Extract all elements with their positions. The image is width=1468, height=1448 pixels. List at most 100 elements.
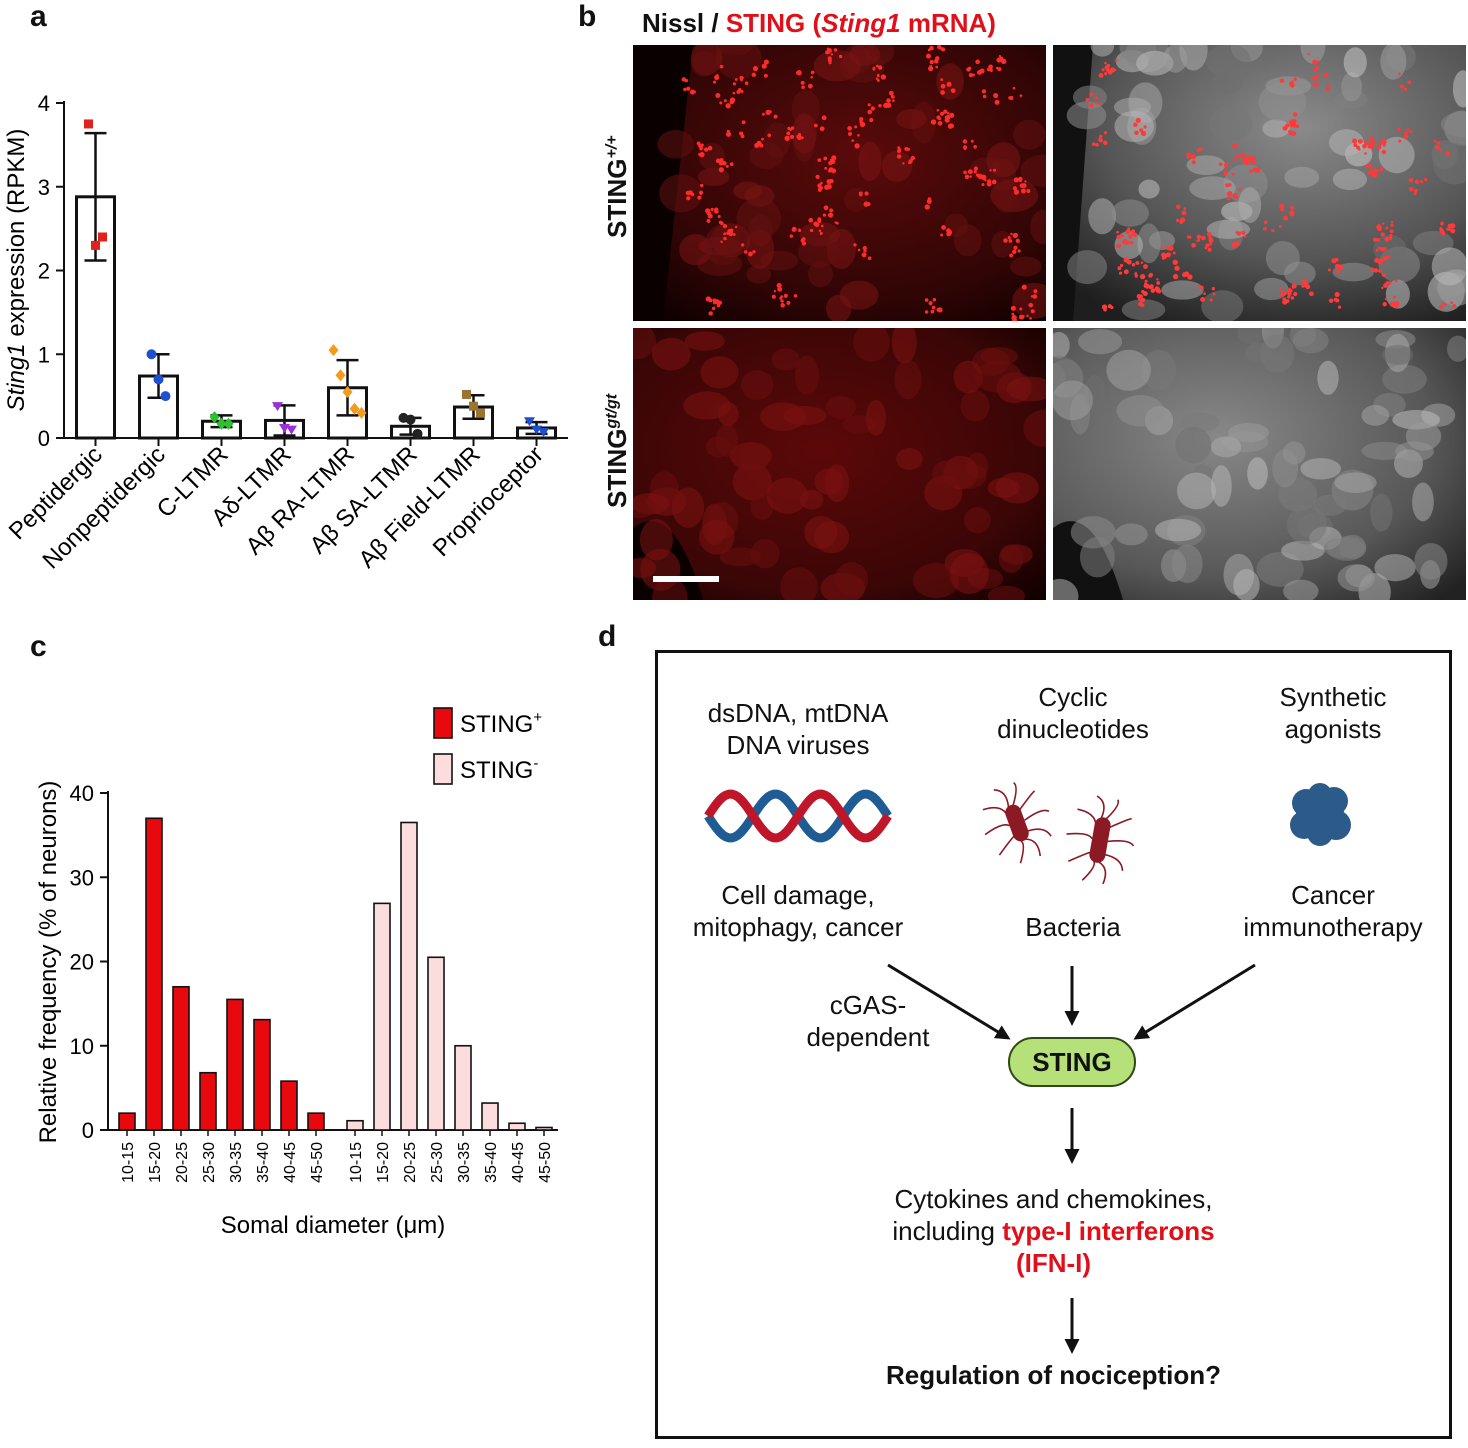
- mrna-dot: [725, 103, 731, 109]
- neuron-cell: [998, 544, 1024, 573]
- mrna-dot: [1385, 297, 1388, 301]
- mrna-dot: [857, 248, 861, 252]
- neuron-cell: [684, 331, 725, 351]
- mrna-dot: [1007, 235, 1011, 240]
- neuron-cell: [1431, 247, 1466, 286]
- mrna-dot: [947, 229, 953, 235]
- neuron-cell: [1332, 168, 1368, 191]
- mrna-dot: [704, 147, 709, 152]
- flagellum: [1018, 790, 1036, 811]
- y-tick-label: 30: [70, 865, 94, 890]
- mrna-dot: [973, 145, 977, 149]
- mrna-dot: [862, 245, 867, 251]
- mrna-dot: [1125, 229, 1131, 234]
- mrna-dot: [1104, 65, 1110, 71]
- mrna-dot: [819, 231, 823, 235]
- mrna-dot: [1134, 274, 1138, 278]
- mrna-dot: [962, 139, 968, 144]
- mrna-dot: [870, 106, 875, 111]
- mrna-dot: [1316, 83, 1320, 87]
- mrna-dot: [1370, 267, 1375, 273]
- source-dna-desc-line-2: mitophagy, cancer: [692, 912, 904, 942]
- mrna-dot: [1382, 256, 1387, 261]
- mrna-dot: [1442, 302, 1446, 305]
- agonist-lobe: [1307, 820, 1333, 846]
- neuron-cell: [1141, 349, 1177, 391]
- mrna-dot: [1232, 143, 1238, 149]
- mrna-dot: [751, 72, 757, 78]
- neuron-cell: [865, 399, 886, 436]
- mrna-dot: [827, 56, 832, 61]
- neuron-cell: [792, 113, 817, 154]
- neuron-cell: [1284, 166, 1320, 188]
- mrna-dot: [1371, 172, 1378, 178]
- mrna-dot: [1198, 285, 1202, 289]
- data-point: [524, 417, 535, 427]
- neuron-cell: [995, 190, 1018, 213]
- data-point: [98, 232, 107, 242]
- neuron-cell: [936, 63, 964, 100]
- row-label-wildtype: STING+/+: [602, 135, 633, 238]
- mrna-dot: [1245, 160, 1251, 166]
- mrna-dot: [1326, 83, 1330, 87]
- mrna-dot: [1019, 307, 1023, 311]
- x-tick-label: 30-35: [228, 1142, 245, 1183]
- mrna-dot: [878, 104, 882, 108]
- y-tick-label: 10: [70, 1034, 94, 1059]
- flagellum: [993, 789, 1010, 807]
- neuron-cell: [733, 181, 763, 200]
- histogram-bar: [535, 1126, 553, 1131]
- sting-node: STING: [1008, 1037, 1136, 1087]
- mrna-dot: [989, 68, 993, 72]
- mrna-dot: [1241, 230, 1246, 235]
- neuron-cell: [798, 237, 840, 268]
- mrna-dot: [1160, 245, 1164, 249]
- mrna-dot: [1399, 84, 1405, 89]
- mrna-dot: [888, 90, 894, 96]
- mrna-dot: [973, 170, 977, 174]
- mrna-dot: [1279, 293, 1283, 297]
- bacterium-body: [1089, 817, 1111, 863]
- mrna-dot: [1373, 268, 1379, 273]
- mrna-dot: [1129, 241, 1134, 245]
- mrna-dot: [1312, 82, 1317, 87]
- mrna-dot: [859, 119, 863, 124]
- mrna-dot: [720, 240, 723, 244]
- agonist-molecule-icon: [1290, 783, 1351, 846]
- mrna-dot: [754, 142, 760, 149]
- neuron-cell: [825, 395, 856, 420]
- mrna-dot: [1168, 245, 1174, 251]
- mrna-dot: [723, 99, 727, 103]
- mrna-dot: [946, 111, 950, 115]
- mrna-dot: [1132, 232, 1138, 237]
- mrna-dot: [787, 126, 791, 130]
- neuron-cell: [1373, 234, 1407, 264]
- histogram-bar: [454, 1044, 472, 1131]
- mrna-dot: [1290, 83, 1295, 88]
- neuron-cell: [1258, 82, 1307, 122]
- neuron-cell: [1282, 441, 1306, 465]
- mrna-dot: [830, 53, 834, 56]
- histogram-bar: [400, 821, 418, 1131]
- mrna-dot: [1381, 272, 1386, 278]
- mrna-dot: [1161, 256, 1165, 260]
- neuron-cell: [1300, 45, 1326, 64]
- mrna-dot: [759, 143, 764, 148]
- neuron-cell: [1088, 198, 1117, 235]
- mrna-dot: [827, 212, 834, 218]
- mrna-dot: [1008, 239, 1013, 243]
- mrna-dot: [1291, 131, 1297, 137]
- x-tick-label: 10-15: [348, 1142, 365, 1183]
- mrna-dot: [1439, 304, 1444, 309]
- mrna-dot: [989, 169, 992, 172]
- mrna-dot: [1015, 238, 1020, 243]
- data-point: [209, 411, 220, 424]
- neuron-cell: [633, 495, 656, 519]
- x-tick-label: 10-15: [120, 1142, 137, 1183]
- mrna-dot: [810, 70, 815, 75]
- mrna-dot: [1381, 286, 1384, 290]
- mrna-dot: [1279, 287, 1283, 291]
- mrna-dot: [700, 143, 704, 147]
- mrna-dot: [1382, 143, 1386, 147]
